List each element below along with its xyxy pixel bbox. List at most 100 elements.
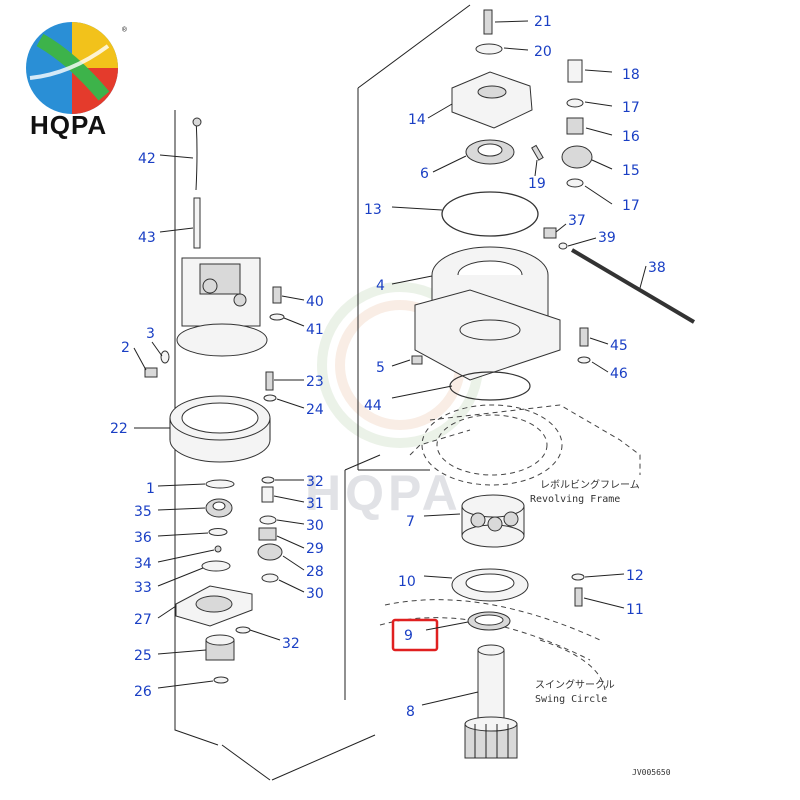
- part-32-ring-b: [235, 626, 251, 634]
- part-23-bolt: [265, 371, 274, 391]
- drawing-code: JV005650: [632, 768, 671, 777]
- leader-line-36: [157, 532, 209, 537]
- leader-line-37: [555, 223, 567, 233]
- swing-circle-en: Swing Circle: [535, 694, 607, 705]
- leader-line-42: [159, 154, 194, 159]
- part-label-24: 24: [306, 402, 324, 418]
- part-label-41: 41: [306, 322, 324, 338]
- leader-line-41: [283, 317, 305, 327]
- part-32-ring: [261, 476, 275, 484]
- leader-line-10: [423, 575, 453, 579]
- part-label-17: 17: [622, 100, 640, 116]
- part-label-14: 14: [408, 112, 426, 128]
- part-30-washer: [259, 515, 277, 525]
- part-label-19: 19: [528, 176, 546, 192]
- leader-line-15: [591, 159, 613, 170]
- leader-line-12: [584, 573, 625, 578]
- part-label-23: 23: [306, 374, 324, 390]
- part-7-roller-cage: [461, 494, 525, 548]
- part-label-30: 30: [306, 586, 324, 602]
- leader-line-24: [276, 398, 305, 409]
- leader-line-25: [157, 649, 207, 655]
- part-label-42: 42: [138, 151, 156, 167]
- part-40-bolt: [272, 286, 282, 304]
- leader-line-33: [157, 567, 204, 587]
- part-44-oring: [449, 371, 531, 401]
- leader-line-38: [639, 265, 647, 289]
- part-17-washer-b: [566, 178, 584, 188]
- leader-line-35: [157, 507, 206, 511]
- part-42-cable: [192, 117, 202, 191]
- part-22-ring-gear: [169, 395, 271, 463]
- registered-mark: ®: [122, 25, 127, 34]
- part-label-21: 21: [534, 14, 552, 30]
- part-18-pin: [567, 59, 583, 83]
- part-label-34: 34: [134, 556, 152, 572]
- leader-line-2: [133, 347, 147, 371]
- part-label-11: 11: [626, 602, 644, 618]
- part-label-36: 36: [134, 530, 152, 546]
- part-label-13: 13: [364, 202, 382, 218]
- revolving-frame-jp: レボルビングフレーム: [540, 478, 640, 491]
- part-38-level-gauge: [570, 248, 696, 324]
- part-17-washer: [566, 98, 584, 108]
- part-2-plug: [144, 367, 158, 378]
- part-31-pin: [261, 486, 274, 503]
- part-label-9: 9: [404, 628, 413, 644]
- part-16-needle-bearing: [566, 117, 584, 135]
- part-4-housing: [414, 246, 561, 381]
- part-9-highlight: [391, 618, 439, 652]
- part-34-ball: [214, 545, 222, 553]
- part-label-22: 22: [110, 421, 128, 437]
- leader-line-7: [423, 513, 461, 517]
- part-6-bearing: [465, 139, 515, 165]
- leader-line-1: [157, 483, 206, 487]
- leader-line-30: [276, 519, 305, 525]
- leader-line-43: [159, 227, 194, 233]
- part-37-fitting: [543, 227, 557, 239]
- part-25-gear: [205, 634, 235, 661]
- part-label-32: 32: [306, 474, 324, 490]
- part-label-20: 20: [534, 44, 552, 60]
- leader-line-4: [391, 275, 433, 285]
- part-10-cover: [451, 568, 529, 602]
- part-label-33: 33: [134, 580, 152, 596]
- part-label-39: 39: [598, 230, 616, 246]
- leader-line-31: [273, 495, 305, 503]
- part-label-12: 12: [626, 568, 644, 584]
- leader-line-45: [589, 337, 609, 345]
- part-14-carrier: [451, 71, 533, 129]
- leader-line-19: [534, 159, 538, 177]
- part-label-7: 7: [406, 514, 415, 530]
- part-20-plate: [475, 43, 503, 55]
- leader-line-17: [584, 101, 613, 107]
- part-label-32: 32: [282, 636, 300, 652]
- swing-motor: [176, 257, 268, 357]
- part-label-37: 37: [568, 213, 586, 229]
- leader-line-21: [494, 20, 529, 23]
- part-41-washer: [269, 313, 285, 321]
- part-1-oring: [205, 479, 235, 489]
- leader-line-28: [282, 555, 305, 571]
- part-9-oil-seal: [467, 611, 511, 631]
- leader-line-44: [391, 385, 453, 399]
- part-13-oring: [441, 191, 539, 237]
- leader-line-14: [427, 103, 453, 119]
- part-label-25: 25: [134, 648, 152, 664]
- part-label-45: 45: [610, 338, 628, 354]
- part-35-bearing: [205, 498, 233, 518]
- leader-line-11: [583, 597, 625, 609]
- part-label-4: 4: [376, 278, 385, 294]
- part-29-needle-bearing: [258, 527, 277, 541]
- part-label-1: 1: [146, 481, 155, 497]
- part-label-3: 3: [146, 326, 155, 342]
- part-label-5: 5: [376, 360, 385, 376]
- part-label-40: 40: [306, 294, 324, 310]
- part-8-pinion-shaft: [464, 644, 518, 759]
- part-label-18: 18: [622, 67, 640, 83]
- part-label-31: 31: [306, 496, 324, 512]
- part-30-washer-b: [261, 573, 279, 583]
- part-36-washer: [208, 528, 228, 536]
